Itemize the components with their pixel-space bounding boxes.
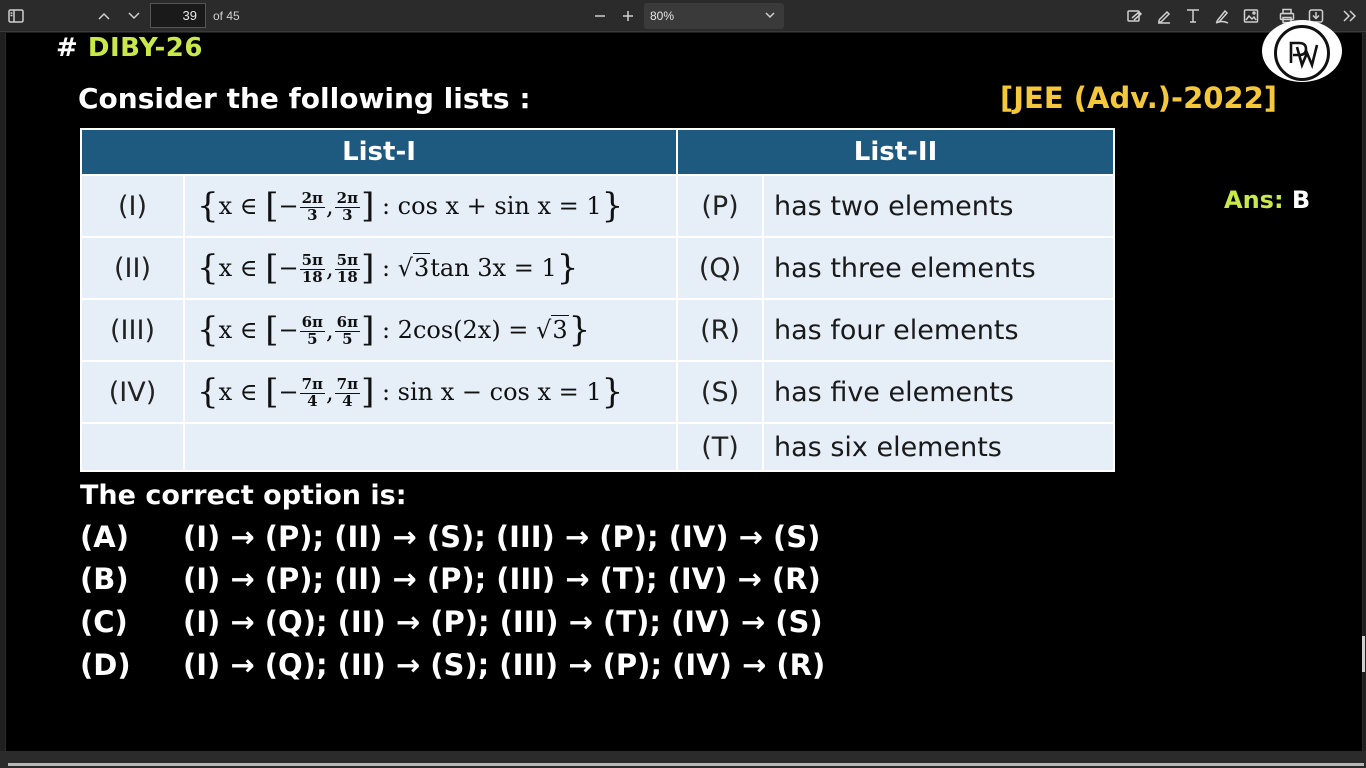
- option-text: (I) → (P); (II) → (P); (III) → (T); (IV)…: [183, 562, 821, 596]
- text-icon[interactable]: [1182, 0, 1204, 32]
- list-2-desc: has four elements: [762, 298, 1116, 362]
- option-a: (A) (I) → (P); (II) → (S); (III) → (P); (…: [80, 520, 820, 560]
- question-title: Consider the following lists :: [78, 82, 531, 115]
- answer-label: Ans:: [1224, 186, 1284, 214]
- list-1-header: List-I: [79, 128, 679, 176]
- list-1-index: [80, 422, 185, 472]
- table-row: (T) has six elements: [80, 422, 1116, 472]
- dpp-label: # DIBY-26: [56, 33, 203, 63]
- text-highlight-icon[interactable]: [1124, 0, 1146, 32]
- chevron-down-icon[interactable]: [123, 0, 145, 32]
- list-1-index: (II): [80, 236, 185, 300]
- option-text: (I) → (Q); (II) → (S); (III) → (P); (IV)…: [183, 648, 826, 682]
- list-1-index: (III): [80, 298, 185, 362]
- list-2-desc: has three elements: [762, 236, 1116, 300]
- option-label: (B): [80, 562, 129, 596]
- pw-logo: [1262, 20, 1342, 82]
- option-label: (A): [80, 520, 129, 554]
- list-1-index: (IV): [80, 360, 185, 424]
- caret-down-icon: [764, 8, 776, 25]
- chevron-up-icon[interactable]: [93, 0, 115, 32]
- scrollbar-thumb[interactable]: [1362, 636, 1365, 672]
- draw-icon[interactable]: [1153, 0, 1175, 32]
- exam-tag: [JEE (Adv.)-2022]: [1000, 81, 1278, 115]
- option-text: (I) → (P); (II) → (S); (III) → (P); (IV)…: [183, 520, 821, 554]
- option-text: (I) → (Q); (II) → (P); (III) → (T); (IV)…: [183, 605, 823, 639]
- list-2-index: (R): [676, 298, 765, 362]
- option-label: (C): [80, 605, 128, 639]
- dpp-code: DIBY-26: [87, 33, 203, 63]
- option-label: (D): [80, 648, 131, 682]
- list-2-index: (Q): [676, 236, 765, 300]
- list-2-desc: has two elements: [762, 174, 1116, 238]
- list-2-index: (P): [676, 174, 765, 238]
- image-icon[interactable]: [1240, 0, 1262, 32]
- list-1-set-empty: [182, 422, 679, 472]
- option-d: (D) (I) → (Q); (II) → (S); (III) → (P); (…: [80, 648, 825, 688]
- option-b: (B) (I) → (P); (II) → (P); (III) → (T); (…: [80, 562, 821, 602]
- list-2-header: List-II: [676, 128, 1116, 176]
- list-2-index: (S): [676, 360, 765, 424]
- list-1-index: (I): [80, 174, 185, 238]
- option-c: (C) (I) → (Q); (II) → (P); (III) → (T); (…: [80, 605, 823, 645]
- pw-logo-mark: [1274, 25, 1330, 81]
- sidebar-toggle-icon[interactable]: [4, 0, 28, 32]
- answer-key: Ans: B: [1224, 186, 1310, 214]
- zoom-value: 80%: [650, 9, 675, 23]
- zoom-out-icon[interactable]: [590, 0, 610, 32]
- page-number-input[interactable]: 39: [150, 3, 206, 28]
- horizontal-scrollbar[interactable]: [8, 763, 1364, 766]
- more-tools-icon[interactable]: [1338, 0, 1360, 32]
- zoom-in-icon[interactable]: [618, 0, 638, 32]
- pdf-toolbar: 39 of 45 80%: [0, 0, 1366, 32]
- page-count-label: of 45: [213, 9, 240, 23]
- answer-value: B: [1291, 186, 1311, 214]
- list-2-index: (T): [676, 422, 765, 472]
- dpp-hash: #: [56, 33, 79, 63]
- list-2-desc: has five elements: [762, 360, 1116, 424]
- list-2-desc: has six elements: [762, 422, 1116, 472]
- pen-icon[interactable]: [1211, 0, 1233, 32]
- zoom-select[interactable]: 80%: [644, 3, 784, 29]
- options-title: The correct option is:: [80, 480, 407, 511]
